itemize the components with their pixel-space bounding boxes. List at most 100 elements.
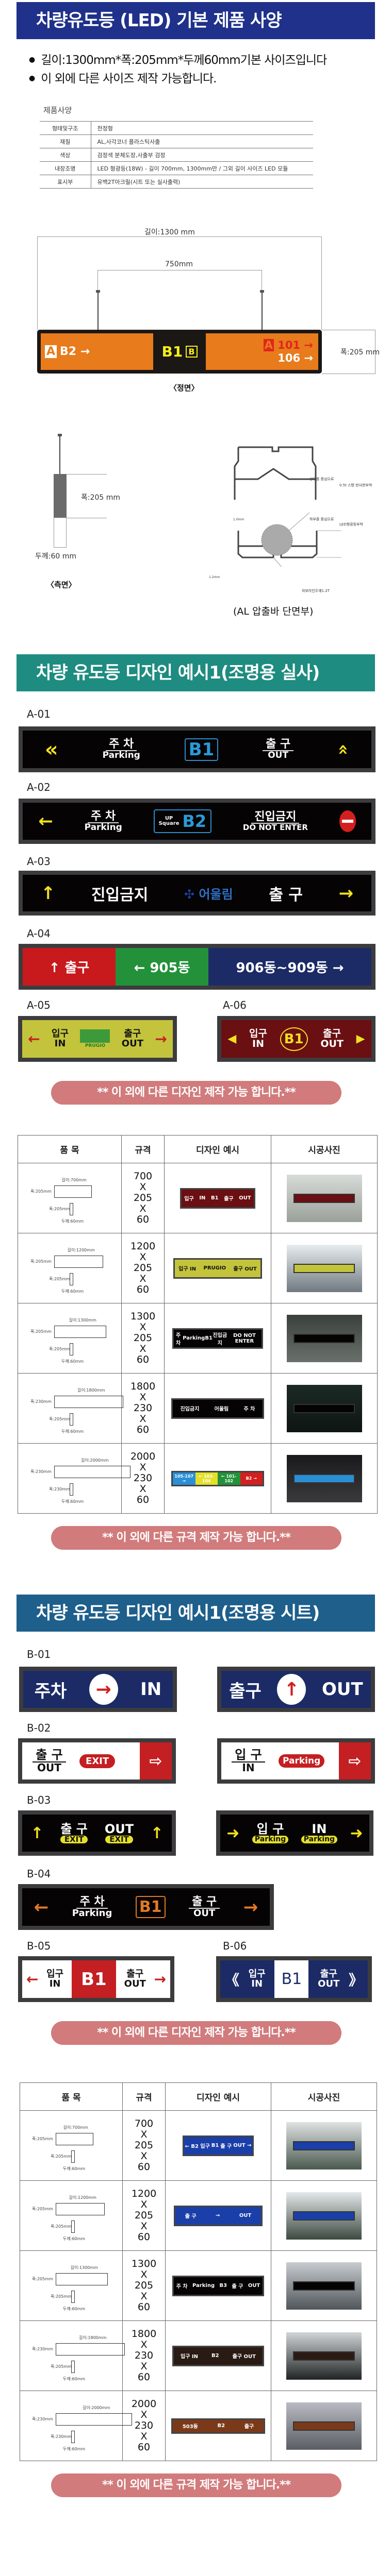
design-text: 주 차 (176, 2284, 188, 2290)
chevron-left-icon: 《 (224, 1971, 239, 1989)
dim-length: 길이:700mm (61, 1177, 87, 1182)
spec-value: 유백2T아크릴(시트 또는 실사출력) (91, 175, 313, 189)
header-spec: 규격 (122, 2082, 166, 2111)
header-spec: 규격 (121, 1135, 165, 1163)
design-text: → (216, 2213, 220, 2218)
sign-text: Parking (72, 1907, 112, 1919)
design-text: 진입금지 (213, 1332, 227, 1346)
sign-text: OUT (37, 1761, 61, 1774)
arrow-right-icon: → (154, 1971, 167, 1988)
sign-badge: A (263, 339, 274, 352)
sign-text: 출구 (229, 1681, 262, 1702)
sign-text: IN (312, 1822, 327, 1837)
arrow-up-circle-icon: ↑ (277, 1674, 306, 1705)
design-text: Parking (183, 1335, 205, 1341)
dim-length: 길이:1800mm (77, 1387, 105, 1393)
dim-side-width: 폭:205mm (51, 2224, 72, 2229)
sign-b01-right: 출구 ↑ OUT (217, 1667, 375, 1712)
design-text: IN (199, 1195, 206, 1201)
spec-label: 재질 (40, 134, 91, 148)
dim-length: 길이:2000mm (83, 2405, 110, 2410)
dim-thickness: 두께:60mm (61, 1499, 84, 1504)
spec-title: 제품사양 (43, 106, 72, 115)
arrow-right-circle-icon: → (89, 1674, 118, 1705)
dimension-diagram: 길이:700mm 폭:205mm 폭:205mm 두께:60mm (23, 1170, 116, 1227)
dim-length: 길이:1200mm (69, 2195, 96, 2200)
logo-text: UP (165, 815, 173, 821)
exit-badge: EXIT (60, 1835, 88, 1844)
dimension-line (97, 270, 98, 291)
arrow-left-icon: ← (28, 1030, 40, 1047)
sign-text: 주차 (34, 1681, 67, 1702)
size-note-b: ** 이 외에 다른 규격 제작 가능 합니다.** (51, 2473, 341, 2497)
dim-width: 폭:205mm (30, 1329, 52, 1334)
dim-thickness: 두께:60mm (63, 2376, 86, 2381)
design-text: 105-107 → (173, 1472, 195, 1485)
design-text: 입구 IN (181, 2354, 198, 2360)
sign-text: 출구 (323, 1027, 341, 1039)
dimension-diagram: 길이:2000mm 폭:230mm 폭:230mm 두께:60mm (23, 1450, 130, 1507)
dimension-diagram: 길이:700mm 폭:205mm 폭:205mm 두께:60mm (25, 2117, 118, 2174)
install-photo (286, 1454, 362, 1502)
dim-side-width: 폭:205mm (51, 2294, 72, 2299)
install-photo (286, 2402, 362, 2450)
install-photo (286, 2262, 362, 2310)
arrow-right-icon: ⇨ (339, 1742, 371, 1780)
sign-text: 출 구 (263, 738, 294, 752)
sign-text: 주 차 (106, 738, 137, 752)
install-photo (286, 1314, 362, 1362)
side-rect (71, 2150, 75, 2163)
sign-text: IN (54, 1038, 66, 1049)
exit-badge: EXIT (105, 1835, 133, 1844)
dimension-diagram: 길이:1200mm 폭:205mm 폭:205mm 두께:60mm (23, 1240, 116, 1297)
front-sign: A B2 → B1 B A 101 → 106 → (37, 330, 322, 374)
sign-text: OUT (321, 1679, 363, 1700)
design-text: 503동 (182, 2424, 198, 2430)
sign-text: 출 구 (32, 1748, 66, 1763)
design-note-a: ** 이 외에 다른 디자인 제작 가능 합니다.** (51, 1081, 341, 1105)
arrow-right-icon: ➜ (226, 1824, 240, 1842)
design-text: B1 (211, 2143, 219, 2148)
front-rect (54, 1465, 130, 1478)
thickness-guide (54, 518, 67, 548)
side-rect (71, 2430, 75, 2443)
sign-text: OUT (124, 1978, 146, 1989)
parking-badge: Parking (301, 1836, 338, 1843)
section-note: 하부를 중심으로 (309, 517, 334, 521)
hanger-cap (260, 290, 264, 293)
design-text: DO NOT ENTER (233, 1332, 256, 1344)
design-text: OUT (248, 2283, 260, 2289)
hanger-cap (96, 290, 100, 293)
design-text: ← 103-104 (195, 1472, 218, 1485)
spec-label: 표시부 (40, 175, 91, 189)
side-rect (71, 2360, 75, 2373)
sign-text: ← 905동 (116, 948, 208, 986)
section-title-design-a: 차량 유도등 디자인 예시1(조명용 실사) (17, 654, 375, 691)
spec-label: 색상 (40, 148, 91, 162)
design-text: 입구 IN (178, 1266, 197, 1272)
design-text: OUT (239, 1195, 251, 1201)
sign-text: 출 구 (269, 886, 303, 904)
sign-text: OUT (121, 1038, 143, 1049)
spec-value: 천정형 (91, 121, 313, 135)
dimension-diagram: 길이:1300mm 폭:205mm 폭:205mm 두께:60mm (23, 1310, 116, 1367)
install-photo (286, 2332, 362, 2380)
sign-text: IN (252, 1038, 264, 1049)
arrow-left-icon: ← (34, 1896, 49, 1918)
header-photo: 시공사진 (271, 2082, 377, 2111)
sign-text: B2 → (60, 345, 90, 358)
spec-label: 형태및구조 (40, 121, 91, 135)
sign-text: OUT (268, 750, 289, 761)
